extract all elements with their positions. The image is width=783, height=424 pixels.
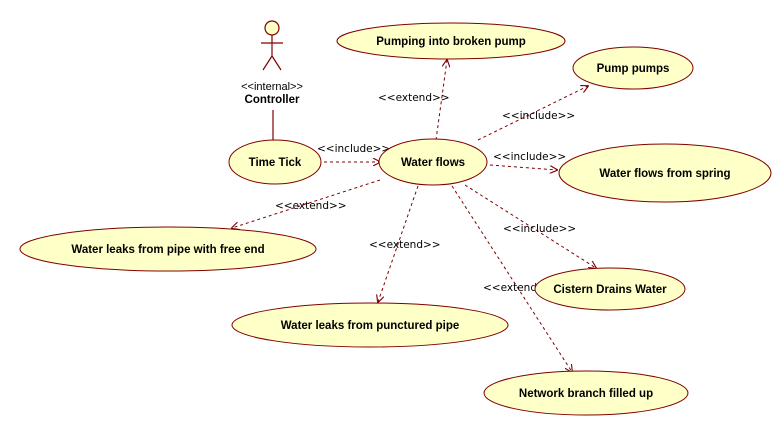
usecase-pump-pumps[interactable] <box>572 46 694 90</box>
usecase-leaks-free-end[interactable] <box>19 226 317 272</box>
actor-stereotype: <<internal>> <box>241 81 303 93</box>
arrow-to-cistern[interactable] <box>464 184 596 268</box>
usecase-cistern-drains[interactable] <box>534 267 686 311</box>
label-to-spring: <<include>> <box>493 151 566 163</box>
actor-name: Controller <box>245 94 300 106</box>
arrow-to-pump-pumps[interactable] <box>477 86 588 141</box>
flows-from-spring-label: Water flows from spring <box>599 168 730 180</box>
label-to-cistern: <<include>> <box>503 223 576 235</box>
usecase-leaks-punctured[interactable] <box>231 302 509 348</box>
stick-figure-icon <box>261 20 283 71</box>
usecase-branch-filled[interactable] <box>483 370 689 416</box>
usecase-water-flows[interactable] <box>378 138 488 186</box>
cistern-drains-label: Cistern Drains Water <box>553 284 667 296</box>
arrow-to-spring[interactable] <box>489 164 557 170</box>
arrow-to-branch[interactable] <box>451 185 572 372</box>
arrow-to-free-end[interactable] <box>232 179 381 228</box>
label-to-pumping-broken: <<extend>> <box>378 92 450 104</box>
arrow-to-punctured[interactable] <box>378 185 419 302</box>
label-tick-to-flows: <<include>> <box>317 143 390 155</box>
label-to-punctured: <<extend>> <box>369 239 441 251</box>
usecase-flows-from-spring[interactable] <box>558 143 772 203</box>
label-to-free-end: <<extend>> <box>275 200 347 212</box>
pumping-broken-label: Pumping into broken pump <box>376 36 526 48</box>
leaks-punctured-label: Water leaks from punctured pipe <box>281 320 460 332</box>
time-tick-label: Time Tick <box>249 157 302 169</box>
pump-pumps-label: Pump pumps <box>597 63 670 75</box>
label-to-pump-pumps: <<include>> <box>502 110 575 122</box>
leaks-free-end-label: Water leaks from pipe with free end <box>71 244 264 256</box>
usecase-time-tick[interactable] <box>228 139 322 185</box>
branch-filled-label: Network branch filled up <box>519 388 653 400</box>
arrow-to-pumping-broken[interactable] <box>435 60 447 141</box>
water-flows-label: Water flows <box>401 157 465 169</box>
usecase-pumping-broken[interactable] <box>336 22 566 60</box>
controller-actor[interactable]: <<internal>> Controller <box>241 20 303 106</box>
